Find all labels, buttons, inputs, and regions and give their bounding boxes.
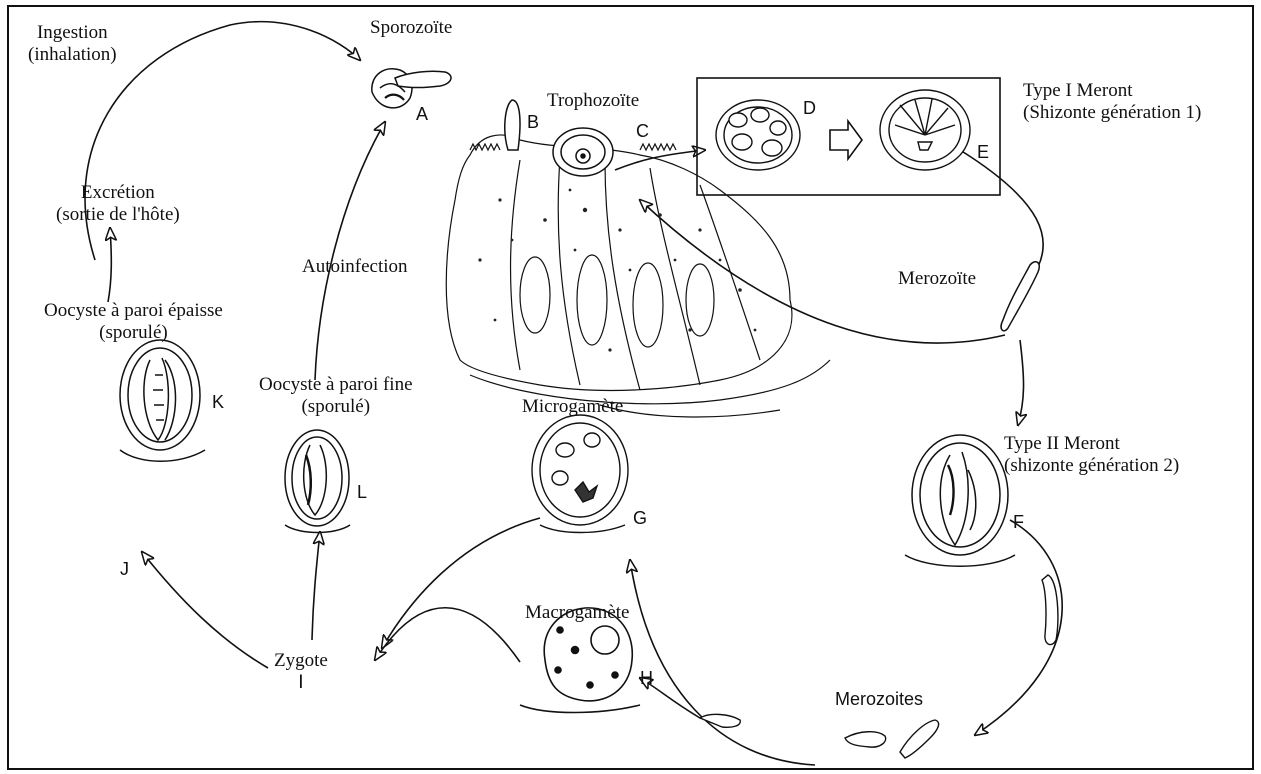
label-autoinfection: Autoinfection <box>302 256 408 278</box>
merozoites-figures <box>700 575 1058 758</box>
letter-g: G <box>633 508 647 528</box>
trophozoite-b-figure <box>505 100 520 150</box>
label-meront1: Type I Meront (Shizonte génération 1) <box>1023 80 1201 124</box>
label-ingestion: Ingestion (inhalation) <box>28 22 117 66</box>
sporozoite-figure <box>372 69 451 108</box>
label-trophozoite: Trophozoïte <box>547 90 639 112</box>
arrow-d-to-e <box>830 121 862 159</box>
arrow-excretion <box>108 228 111 302</box>
epithelium <box>446 135 830 417</box>
arrow-e-to-merozoite <box>960 150 1043 280</box>
arrow-macrogamete-to-zygote <box>375 608 520 662</box>
arrow-microgamete-to-zygote <box>382 518 540 648</box>
letter-a: A <box>416 104 428 124</box>
label-microgamete: Microgamète <box>522 396 623 418</box>
meront1-mature-figure <box>880 90 970 170</box>
letter-e: E <box>977 142 989 162</box>
label-merozoite: Merozoïte <box>898 268 976 290</box>
letter-h: H <box>640 668 653 688</box>
oocyste-thin-figure <box>285 430 350 533</box>
trophozoite-figure <box>553 128 613 176</box>
arrow-to-oocyste-fine <box>312 532 320 640</box>
merozoite-figure <box>1001 262 1039 331</box>
label-macrogamete: Macrogamète <box>525 602 629 624</box>
label-meront2: Type II Meront (shizonte génération 2) <box>1004 433 1179 477</box>
label-oocyste-fine: Oocyste à paroi fine (sporulé) <box>259 374 413 418</box>
letter-k: K <box>212 392 224 412</box>
arrow-merozoites-to-g <box>630 560 815 765</box>
label-sporozoite: Sporozoïte <box>370 17 452 39</box>
arrow-to-meront2 <box>1018 340 1024 425</box>
letter-d: D <box>803 98 816 118</box>
label-oocyste-epaisse: Oocyste à paroi épaisse (sporulé) <box>44 300 223 344</box>
letter-l: L <box>357 482 367 502</box>
microgamete-figure <box>532 415 628 533</box>
letter-j: J <box>120 559 129 579</box>
label-excretion: Excrétion (sortie de l'hôte) <box>56 182 180 226</box>
oocyste-thick-figure <box>120 340 205 461</box>
arrow-autoinfection <box>315 122 385 380</box>
arrow-j <box>142 552 268 668</box>
letter-c: C <box>636 121 649 141</box>
letter-f: F <box>1013 512 1024 532</box>
letter-b: B <box>527 112 539 132</box>
meront1-immature-figure <box>716 100 800 170</box>
meront2-figure <box>905 435 1015 566</box>
label-zygote: Zygote I <box>274 650 328 694</box>
label-merozoites: Merozoites <box>835 688 923 710</box>
